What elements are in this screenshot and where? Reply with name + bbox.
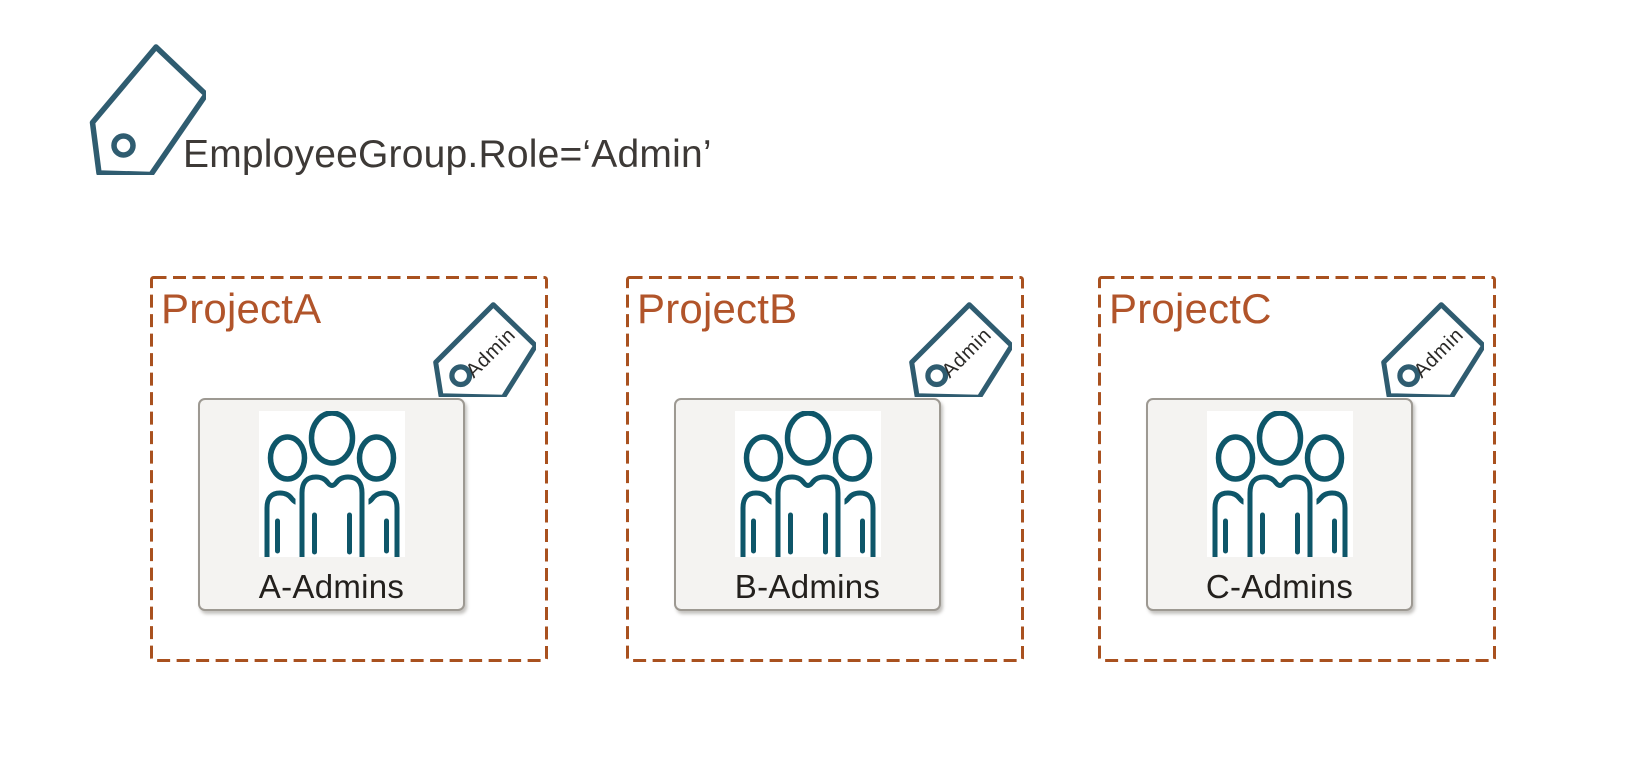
group-card: A-Admins <box>198 398 465 611</box>
admin-tag: Admin <box>1375 296 1484 397</box>
project-name: ProjectB <box>637 285 798 332</box>
dashed-border <box>1098 276 1496 662</box>
people-icon <box>735 411 881 557</box>
dashed-border <box>626 276 1024 662</box>
project-box-a: ProjectA A-Admins Admin <box>150 276 548 662</box>
project-box-c: ProjectC C-Admins Admin <box>1098 276 1496 662</box>
project-name: ProjectC <box>1109 285 1272 332</box>
group-card: B-Admins <box>674 398 941 611</box>
group-name: C-Admins <box>1205 568 1354 605</box>
project-name: ProjectA <box>161 285 322 332</box>
people-icon <box>1207 411 1353 557</box>
admin-tag: Admin <box>903 296 1012 397</box>
group-name: B-Admins <box>734 568 881 605</box>
dashed-border <box>150 276 548 662</box>
group-icon <box>1206 411 1353 557</box>
group-name: A-Admins <box>258 568 405 605</box>
group-icon <box>258 411 405 557</box>
people-icon <box>259 411 405 557</box>
group-icon <box>734 411 881 557</box>
project-box-b: ProjectB B-Admins Admin <box>626 276 1024 662</box>
admin-tag: Admin <box>427 296 536 397</box>
tag-annotation-label: EmployeeGroup.Role=‘Admin’ <box>183 133 712 176</box>
group-card: C-Admins <box>1146 398 1413 611</box>
